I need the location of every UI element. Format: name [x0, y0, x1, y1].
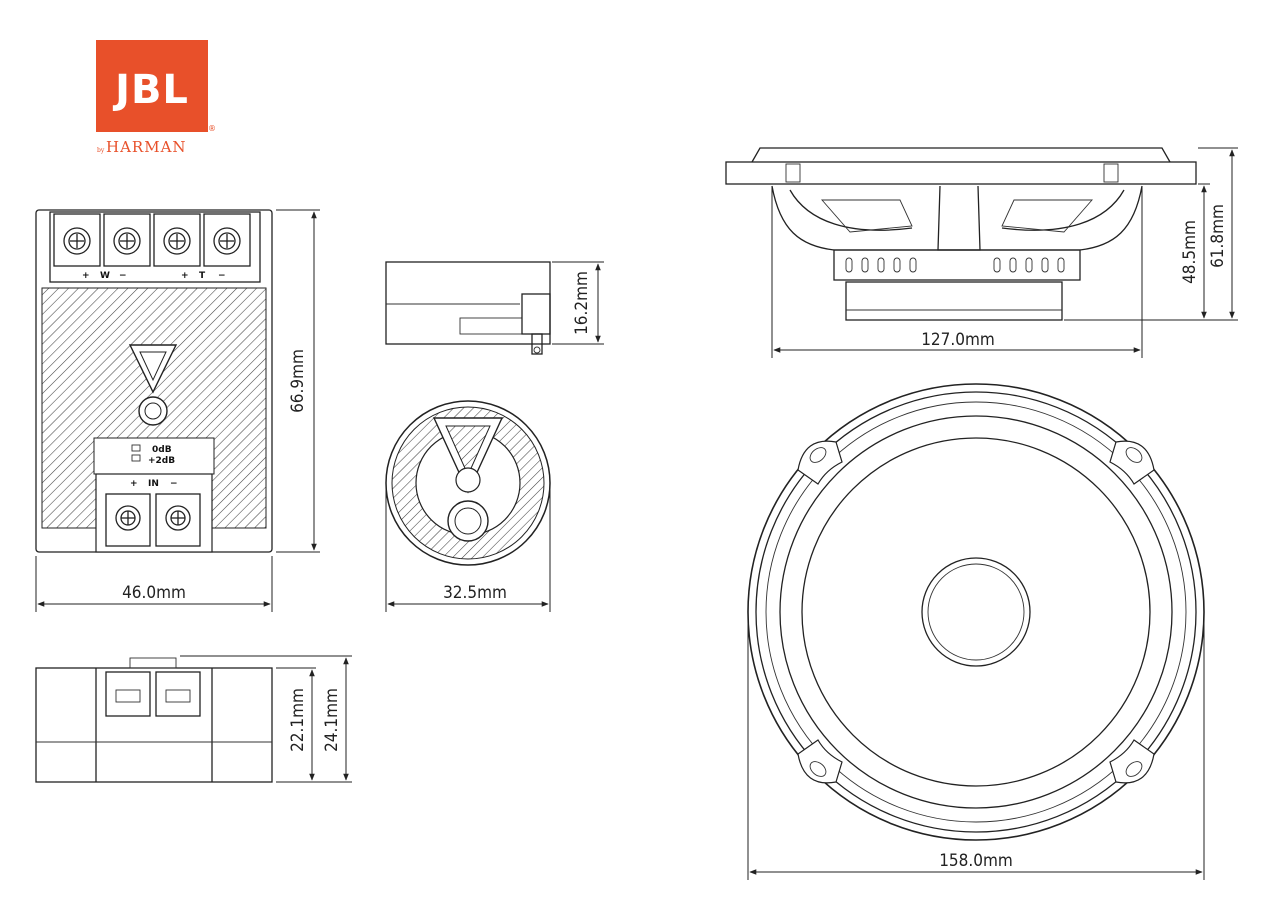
logo-registered: ® [208, 124, 216, 133]
mount-tab-tl [797, 440, 843, 485]
crossover-side-outer-height-label: 24.1mm [322, 688, 342, 752]
terminal-plus-2: + [181, 271, 189, 281]
logo-by: by [97, 147, 105, 154]
woofer-total-depth-label: 61.8mm [1208, 204, 1228, 268]
mount-tab-bl [797, 739, 843, 784]
crossover-side-inner-height-label: 22.1mm [288, 688, 308, 752]
tweeter-diameter-label: 32.5mm [443, 583, 507, 603]
woofer-mount-depth-label: 48.5mm [1180, 220, 1200, 284]
top-terminals: + W − + T − [53, 213, 251, 281]
jbl-logo: JBL by HARMAN ® [96, 40, 216, 156]
logo-text: JBL [112, 67, 189, 113]
terminal-group-1: W [100, 271, 110, 281]
input-minus: − [170, 479, 178, 489]
tweeter-height-label: 16.2mm [572, 271, 592, 335]
woofer-depth-label: 127.0mm [921, 330, 995, 350]
woofer-front-view: 158.0mm [747, 383, 1205, 880]
level-0db: 0dB [152, 445, 172, 455]
crossover-width-label: 46.0mm [122, 583, 186, 603]
mount-tab-tr [1109, 440, 1155, 485]
level-plus2db: +2dB [148, 456, 175, 466]
terminal-minus-1: − [119, 271, 127, 281]
mount-tab-br [1109, 739, 1155, 784]
tweeter-side-view: 16.2mm [385, 261, 604, 355]
woofer-side-view: 127.0mm 48.5mm 61.8mm [725, 147, 1238, 358]
crossover-height-label: 66.9mm [288, 349, 308, 413]
tweeter-front-view: 32.5mm [385, 400, 551, 612]
crossover-front-view: + W − + T − 0dB +2dB + IN − [35, 209, 320, 612]
crossover-side-view: 22.1mm 24.1mm [35, 655, 352, 783]
input-label: IN [148, 479, 159, 489]
vent-slots [845, 257, 1065, 273]
terminal-group-2: T [199, 271, 206, 281]
logo-harman: HARMAN [106, 138, 187, 156]
terminal-minus-2: − [218, 271, 226, 281]
terminal-plus-1: + [82, 271, 90, 281]
woofer-diameter-label: 158.0mm [939, 851, 1013, 871]
input-plus: + [130, 479, 138, 489]
